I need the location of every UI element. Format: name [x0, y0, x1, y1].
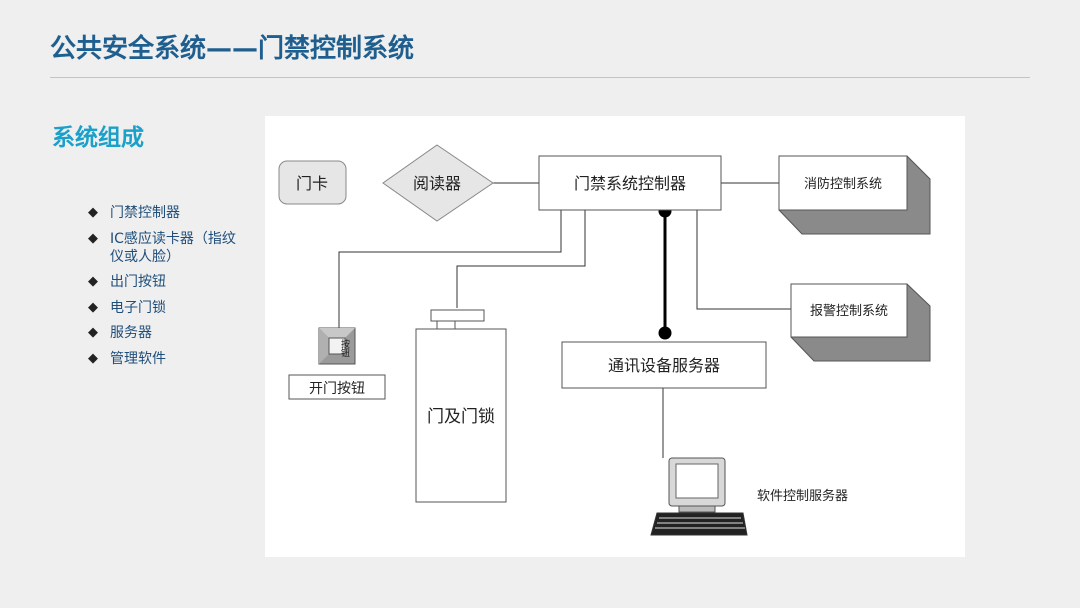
alarm-control-node: 报警控制系统: [790, 283, 931, 362]
list-item: ◆ 门禁控制器: [88, 204, 248, 222]
diamond-bullet-icon: ◆: [88, 205, 98, 220]
door-lock-label: 门及门锁: [427, 407, 495, 427]
list-item: ◆ 管理软件: [88, 350, 248, 368]
title-divider: [50, 77, 1030, 78]
exit-button-label: 开门按钮: [309, 381, 365, 397]
component-list: ◆ 门禁控制器 ◆ IC感应读卡器（指纹仪或人脸） ◆ 出门按钮 ◆ 电子门锁 …: [88, 204, 248, 375]
junction-dot: [658, 326, 672, 340]
door-card-label: 门卡: [296, 174, 328, 193]
reader-label: 阅读器: [413, 174, 461, 193]
computer-icon: [650, 457, 748, 536]
door-lock-node: 门及门锁: [415, 309, 507, 503]
exit-button-face-label: 按钮: [339, 338, 350, 357]
list-item: ◆ 电子门锁: [88, 299, 248, 317]
list-item-label: IC感应读卡器（指纹仪或人脸）: [110, 230, 236, 265]
list-item-label: 管理软件: [110, 350, 166, 367]
controller-node: 门禁系统控制器: [538, 155, 722, 211]
diamond-bullet-icon: ◆: [88, 350, 98, 366]
list-item-label: 电子门锁: [110, 299, 166, 316]
controller-label: 门禁系统控制器: [574, 174, 686, 193]
diamond-bullet-icon: ◆: [88, 274, 98, 289]
list-item-label: 门禁控制器: [110, 205, 180, 221]
page-title: 公共安全系统——门禁控制系统: [50, 34, 415, 64]
fire-control-node: 消防控制系统: [778, 155, 931, 235]
comm-server-label: 通讯设备服务器: [608, 356, 720, 375]
fire-control-label: 消防控制系统: [804, 176, 882, 192]
section-title: 系统组成: [52, 125, 144, 151]
access-control-diagram: 门卡 阅读器 门禁系统控制器 消防控制系统 报警控制系统 通讯设备服务器: [278, 144, 931, 536]
list-item: ◆ 服务器: [88, 324, 248, 342]
reader-node: 阅读器: [382, 144, 494, 222]
list-item: ◆ 出门按钮: [88, 273, 248, 291]
list-item-label: 服务器: [110, 325, 152, 341]
diamond-bullet-icon: ◆: [88, 299, 98, 315]
exit-button-node: 按钮 开门按钮: [288, 327, 386, 400]
list-item: ◆ IC感应读卡器（指纹仪或人脸）: [88, 230, 248, 266]
connector-lines: [338, 182, 791, 458]
diamond-bullet-icon: ◆: [88, 325, 98, 340]
door-card-node: 门卡: [278, 160, 347, 205]
diagram-panel: 门卡 阅读器 门禁系统控制器 消防控制系统 报警控制系统 通讯设备服务器: [265, 116, 965, 557]
diamond-bullet-icon: ◆: [88, 230, 98, 246]
software-server-label: 软件控制服务器: [757, 488, 848, 504]
list-item-label: 出门按钮: [110, 274, 166, 290]
comm-server-node: 通讯设备服务器: [561, 341, 767, 389]
alarm-control-label: 报警控制系统: [810, 303, 888, 319]
